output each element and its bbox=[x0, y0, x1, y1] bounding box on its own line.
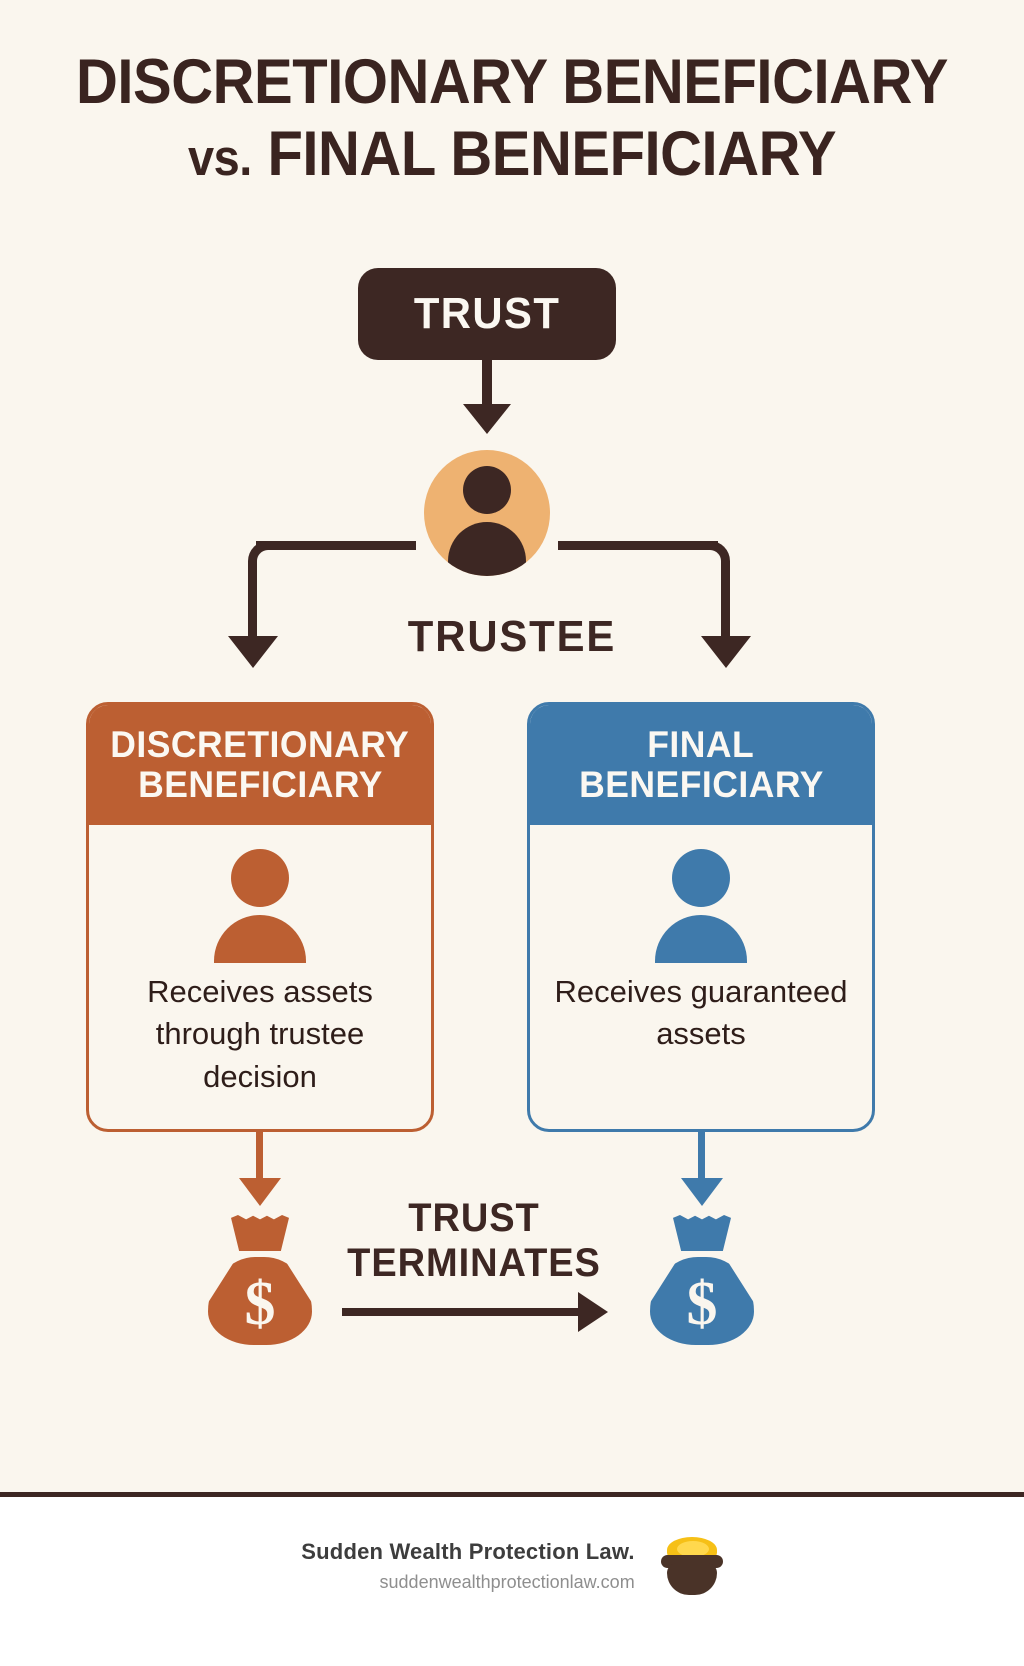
arrow-right-icon bbox=[578, 1292, 608, 1332]
card-description: Receives guaranteed assets bbox=[554, 974, 848, 1052]
trustee-avatar bbox=[424, 450, 550, 576]
person-body-icon bbox=[448, 522, 526, 576]
title-line-2: vs. FINAL BENEFICIARY bbox=[41, 122, 983, 186]
connector-split-right bbox=[558, 541, 718, 550]
bag-knot bbox=[673, 1215, 731, 1251]
beneficiary-person-icon bbox=[653, 849, 749, 963]
person-head-icon bbox=[672, 849, 730, 907]
card-body: Receives assets through trustee decision bbox=[89, 825, 431, 1129]
card-description: Receives assets through trustee decision bbox=[147, 974, 373, 1094]
beneficiary-person-icon bbox=[212, 849, 308, 963]
brand-name: Sudden Wealth Protection Law. bbox=[301, 1539, 635, 1564]
card-body: Receives guaranteed assets bbox=[530, 825, 872, 1129]
card-discretionary-beneficiary: DISCRETIONARY BENEFICIARY Receives asset… bbox=[86, 702, 434, 1132]
dollar-sign-icon: $ bbox=[244, 1270, 276, 1338]
title-vs: vs. bbox=[187, 128, 252, 186]
connector-split-left bbox=[256, 541, 416, 550]
footer-text-block: Sudden Wealth Protection Law. suddenweal… bbox=[301, 1539, 634, 1593]
card-final-beneficiary: FINAL BENEFICIARY Receives guaranteed as… bbox=[527, 702, 875, 1132]
trust-terminates-label: TRUST TERMINATES bbox=[337, 1196, 611, 1286]
arrow-down-left-icon bbox=[228, 636, 278, 668]
person-head-icon bbox=[463, 466, 511, 514]
pot-of-gold-logo-icon bbox=[660, 1537, 723, 1595]
money-bag-icon-right: $ bbox=[646, 1215, 758, 1345]
connector-corner-right bbox=[704, 541, 730, 567]
trust-label: TRUST bbox=[413, 289, 561, 338]
terminates-arrow-line bbox=[342, 1308, 582, 1316]
bag-knot bbox=[231, 1215, 289, 1251]
connector-vertical-right bbox=[721, 562, 730, 640]
connector-card-to-bag-right bbox=[698, 1132, 705, 1182]
dollar-sign-icon: $ bbox=[686, 1270, 718, 1338]
terminates-line-2: TERMINATES bbox=[347, 1240, 601, 1285]
terminates-line-1: TRUST bbox=[408, 1196, 540, 1240]
connector-card-to-bag-left bbox=[256, 1132, 263, 1182]
trustee-label: TRUSTEE bbox=[407, 612, 617, 661]
connector-corner-left bbox=[248, 541, 274, 567]
money-bag-icon-left: $ bbox=[204, 1215, 316, 1345]
title-line-1: DISCRETIONARY BENEFICIARY bbox=[76, 47, 948, 117]
card-header: DISCRETIONARY BENEFICIARY bbox=[89, 705, 431, 825]
footer: Sudden Wealth Protection Law. suddenweal… bbox=[0, 1497, 1024, 1666]
person-body-icon bbox=[655, 915, 747, 963]
website-url[interactable]: suddenwealthprotectionlaw.com bbox=[379, 1572, 635, 1592]
footer-divider bbox=[0, 1492, 1024, 1497]
page-title: DISCRETIONARY BENEFICIARY vs. FINAL BENE… bbox=[0, 47, 1024, 186]
person-head-icon bbox=[231, 849, 289, 907]
card-header: FINAL BENEFICIARY bbox=[530, 705, 872, 825]
arrow-down-right-icon bbox=[701, 636, 751, 668]
person-body-icon bbox=[214, 915, 306, 963]
card-header-line-1: FINAL bbox=[647, 724, 755, 766]
arrow-down-bag-left-icon bbox=[239, 1178, 281, 1206]
arrow-down-bag-right-icon bbox=[681, 1178, 723, 1206]
card-header-line-1: DISCRETIONARY bbox=[110, 724, 410, 766]
card-header-line-2: BENEFICIARY bbox=[578, 764, 824, 805]
arrow-down-icon bbox=[463, 404, 511, 434]
pot-body bbox=[666, 1563, 717, 1595]
connector-vertical-left bbox=[248, 562, 257, 640]
card-header-line-2: BENEFICIARY bbox=[137, 764, 383, 805]
title-line-2-text: FINAL BENEFICIARY bbox=[267, 118, 837, 189]
footer-content: Sudden Wealth Protection Law. suddenweal… bbox=[0, 1537, 1024, 1595]
trust-node: TRUST bbox=[358, 268, 616, 360]
connector-trust-to-trustee bbox=[482, 360, 492, 420]
